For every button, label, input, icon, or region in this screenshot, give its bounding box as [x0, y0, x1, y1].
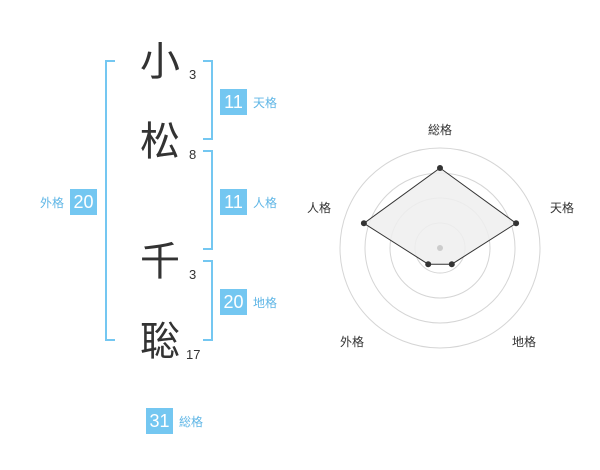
jinkaku-badge: 11 人格: [220, 189, 277, 215]
chikaku-value: 20: [220, 289, 247, 315]
tenkaku-badge: 11 天格: [220, 89, 277, 115]
stroke-count-2: 8: [189, 147, 197, 162]
name-char-4: 聡: [140, 319, 180, 365]
gaikaku-value: 20: [70, 189, 98, 215]
stroke-count-3: 3: [189, 267, 197, 282]
name-char-1: 小: [140, 39, 180, 85]
radar-point-5: [360, 220, 367, 227]
radar-point-3: [448, 261, 455, 268]
radar-label-gaikaku: 外格: [340, 334, 364, 349]
radar-point-1: [437, 165, 443, 171]
gaikaku-label: 外格: [40, 195, 65, 210]
radar-label-soukaku: 総格: [428, 122, 452, 137]
jinkaku-label: 人格: [253, 195, 278, 210]
soukaku-label: 総格: [179, 414, 204, 429]
gaikaku-badge: 外格 20: [40, 189, 98, 215]
chikaku-badge: 20 地格: [220, 289, 277, 315]
jinkaku-bracket: [203, 150, 213, 250]
tenkaku-label: 天格: [253, 95, 278, 110]
soukaku-value: 31: [146, 408, 173, 434]
radar-label-chikaku: 地格: [512, 334, 536, 349]
gaikaku-bracket: [105, 60, 115, 341]
jinkaku-value: 11: [220, 189, 247, 215]
tenkaku-bracket: [203, 60, 213, 140]
stroke-count-1: 3: [189, 67, 197, 82]
radar-points: [360, 165, 520, 268]
radar-label-jinkaku: 人格: [307, 200, 331, 215]
radar-center-dot: [437, 245, 443, 251]
radar-ring-4: [339, 147, 541, 349]
chikaku-bracket: [203, 260, 213, 341]
radar-label-tenkaku: 天格: [550, 200, 574, 215]
tenkaku-value: 11: [220, 89, 247, 115]
radar-value-polygon: [363, 167, 517, 265]
name-char-3: 千: [140, 239, 180, 285]
radar-point-2: [513, 220, 520, 227]
radar-point-4: [425, 261, 432, 268]
chikaku-label: 地格: [253, 295, 278, 310]
name-char-2: 松: [140, 119, 180, 165]
stroke-count-4: 17: [186, 347, 201, 362]
soukaku-badge: 31 総格: [146, 408, 203, 434]
kaku-radar-chart: 総格 天格 地格 外格 人格: [307, 122, 574, 349]
